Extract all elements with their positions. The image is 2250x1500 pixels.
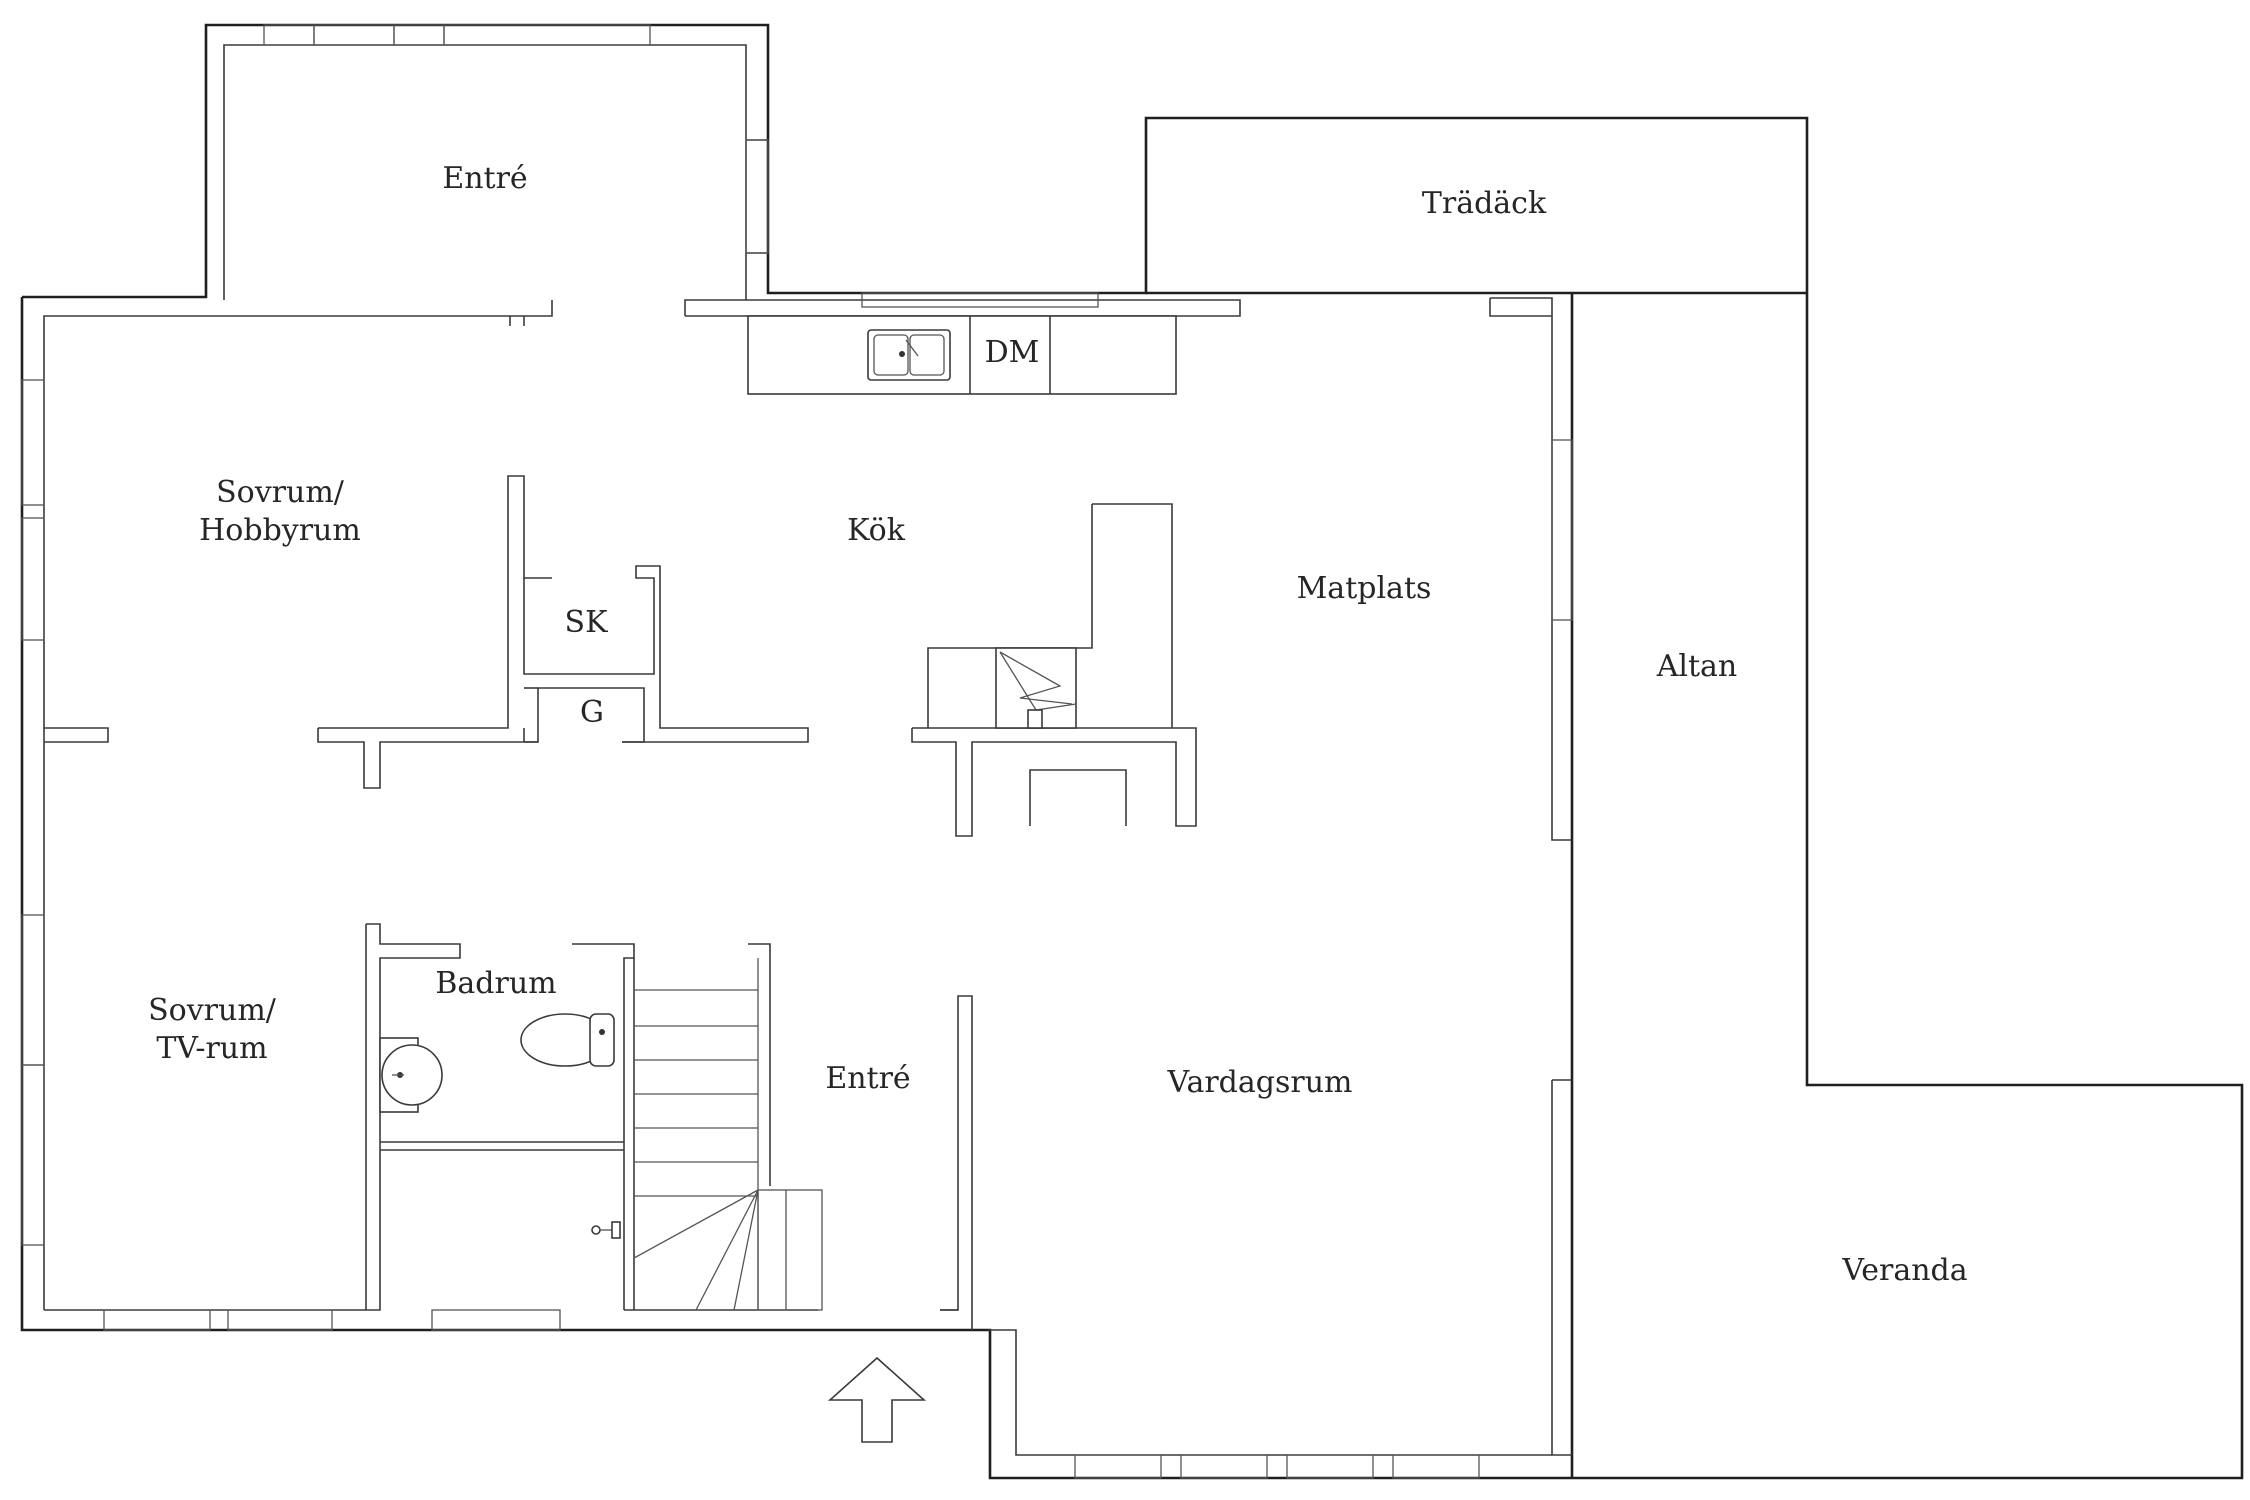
- label-altan: Altan: [1656, 649, 1738, 684]
- faucet-icon: [591, 1221, 621, 1239]
- label-sovrum-tv-line1: Sovrum/: [148, 993, 277, 1028]
- label-kok: Kök: [847, 513, 906, 548]
- toilet-icon: [520, 1013, 615, 1067]
- label-vardagsrum: Vardagsrum: [1167, 1065, 1353, 1100]
- label-sovrum-hobby-line1: Sovrum/: [216, 475, 345, 510]
- fireplace-icon: [911, 503, 1197, 837]
- label-veranda: Veranda: [1841, 1253, 1967, 1288]
- label-sovrum-tv-line2: TV-rum: [156, 1031, 267, 1066]
- sink-icon: [867, 329, 951, 381]
- interior-walls: [43, 44, 1572, 1456]
- staircase-icon: [633, 958, 823, 1311]
- label-badrum: Badrum: [435, 966, 556, 1001]
- label-entre-upper: Entré: [442, 161, 527, 196]
- label-sk: SK: [565, 605, 609, 640]
- label-g: G: [580, 695, 604, 730]
- windows: [21, 24, 1573, 1479]
- washbasin-icon: [379, 1037, 443, 1113]
- label-entre-lower: Entré: [825, 1061, 910, 1096]
- entrance-arrow-icon: [827, 1356, 927, 1443]
- label-matplats: Matplats: [1297, 571, 1432, 606]
- label-sovrum-hobby-line2: Hobbyrum: [199, 513, 361, 548]
- label-dm: DM: [985, 335, 1040, 370]
- label-tradack: Trädäck: [1422, 186, 1547, 221]
- kitchen-counter: [747, 315, 1177, 395]
- room-labels: Entré Trädäck DM Sovrum/ Hobbyrum Kök Ma…: [148, 161, 1968, 1288]
